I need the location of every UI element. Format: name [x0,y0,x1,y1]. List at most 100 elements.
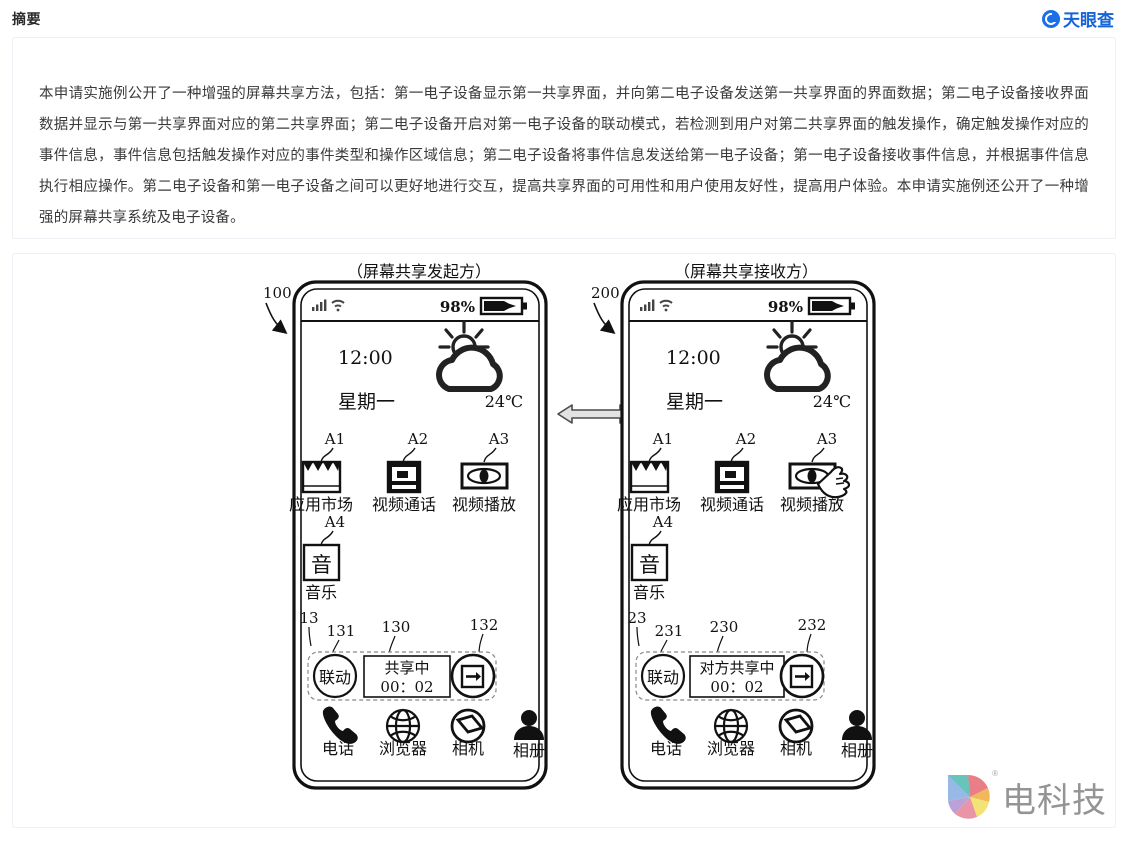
right-dock-phone-label: 电话 [650,739,682,758]
right-share-status-timer: 00：02 [710,678,763,696]
globe-icon[interactable] [385,708,421,744]
left-link-button[interactable]: 联动 [312,653,358,699]
left-exit-share-button[interactable] [450,653,496,699]
right-app-a4-ref: A4 [652,513,673,531]
right-app-a2-ref: A2 [735,430,756,448]
left-share-status-title: 共享中 [384,659,429,677]
left-dock-browser[interactable]: 浏览器 [379,708,427,758]
watermark-text: 电科技 [1002,780,1107,821]
right-app-a4[interactable]: A4 音 音乐 [630,513,673,602]
brand-name: 天眼查 [1063,11,1114,31]
left-dock[interactable]: 电话 浏览器 [322,706,545,760]
right-dock-browser-label: 浏览器 [707,739,755,758]
left-app-a4-ref: A4 [324,513,345,531]
right-exit-ref: 232 [798,616,827,634]
right-sharebar-ref: 23 [627,609,646,627]
right-dock-camera[interactable]: 相机 [778,708,814,758]
left-link-label: 联动 [319,668,351,687]
right-widget-weekday: 星期一 [666,391,723,413]
left-widget-temperature: 24℃ [485,392,523,411]
left-battery-percent: 98% [440,298,475,316]
music-icon[interactable]: 音 [630,543,669,582]
right-exit-share-button[interactable] [779,653,825,699]
left-phone-bezel [300,288,540,782]
left-share-bar-refs: 13 131 130 132 [299,609,499,658]
left-dock-browser-label: 浏览器 [379,739,427,758]
camera-icon[interactable] [450,708,486,744]
right-app-a4-label: 音乐 [633,583,665,602]
sun-behind-cloud-icon [764,320,831,392]
right-link-button[interactable]: 联动 [640,653,686,699]
left-widget-weekday: 星期一 [338,391,395,413]
left-dock-camera[interactable]: 相机 [450,708,486,758]
left-app-a1-label: 应用市场 [289,495,353,514]
right-app-a4-glyph: 音 [639,553,660,577]
right-app-a1[interactable]: A1 应用市场 [617,430,681,514]
exit-share-icon[interactable] [789,664,814,689]
left-app-a3-ref: A3 [488,430,509,448]
figure-panel: （屏幕共享发起方） 100 [12,253,1116,828]
battery-charging-icon [479,296,527,316]
signal-bars-icon [640,299,655,311]
left-dock-album[interactable]: 相册 [513,710,545,760]
battery-charging-icon [807,296,855,316]
right-share-status: 对方共享中 00：02 [689,655,785,698]
wifi-icon [659,299,673,312]
right-app-a3-label: 视频播放 [780,495,844,514]
patent-drawing: （屏幕共享发起方） 100 [263,262,876,790]
left-app-a2-ref: A2 [407,430,428,448]
signal-bars-icon [312,299,327,311]
globe-icon[interactable] [713,708,749,744]
left-app-a2-label: 视频通话 [372,495,436,514]
right-dock-phone[interactable]: 电话 [650,706,686,758]
right-weather-widget: 12:00 星期一 24℃ [666,320,851,413]
left-app-a3-label: 视频播放 [452,495,516,514]
wifi-icon [331,299,345,312]
registered-mark: ® [992,769,998,778]
tianyancha-circle-logo-icon [1042,9,1060,28]
video-call-icon[interactable] [386,460,422,494]
patent-figure: （屏幕共享发起方） 100 [13,254,1115,827]
right-status-ref: 230 [710,618,739,636]
left-dock-phone[interactable]: 电话 [322,706,358,758]
left-dock-album-label: 相册 [513,741,545,760]
right-phone-ref-number: 200 [591,284,620,302]
video-play-icon[interactable] [460,462,509,490]
person-icon[interactable] [842,710,872,740]
page-title: 摘要 [12,10,41,27]
left-phone-ref-number: 100 [263,284,292,302]
page-header: 摘要 天眼查 [0,0,1128,37]
right-battery-percent: 98% [768,298,803,316]
left-share-status-timer: 00：02 [380,678,433,696]
right-app-a2-label: 视频通话 [700,495,764,514]
brand-logo: 天眼查 [1042,6,1114,31]
left-app-a3[interactable]: A3 视频播放 [452,430,516,514]
app-market-icon[interactable] [301,460,342,494]
right-app-a3[interactable]: A3 视频播放 [780,430,851,514]
abstract-text: 本申请实施例公开了一种增强的屏幕共享方法，包括：第一电子设备显示第一共享界面，并… [39,85,1089,226]
right-status-bar: 98% [640,296,855,316]
right-phone: （屏幕共享接收方） 200 [591,262,876,790]
right-widget-temperature: 24℃ [813,392,851,411]
right-dock-album[interactable]: 相册 [841,710,873,760]
left-app-a4[interactable]: A4 音 音乐 [302,513,345,602]
video-call-icon[interactable] [714,460,750,494]
left-phone-caption: （屏幕共享发起方） [347,262,491,281]
camera-icon[interactable] [778,708,814,744]
person-icon[interactable] [514,710,544,740]
left-share-bar[interactable]: 联动 共享中 00：02 [307,651,497,701]
left-app-a2[interactable]: A2 视频通话 [372,430,436,514]
left-app-a1[interactable]: A1 应用市场 [289,430,353,514]
left-exit-ref: 132 [470,616,499,634]
left-sharebar-ref: 13 [299,609,318,627]
right-share-bar[interactable]: 联动 对方共享中 00：02 [635,651,825,701]
music-icon[interactable]: 音 [302,543,341,582]
exit-share-icon[interactable] [460,664,485,689]
right-widget-time: 12:00 [666,347,721,369]
left-app-a4-label: 音乐 [305,583,337,602]
right-dock[interactable]: 电话 浏览器 [650,706,873,760]
right-app-a2[interactable]: A2 视频通话 [700,430,764,514]
right-dock-browser[interactable]: 浏览器 [707,708,755,758]
left-status-ref: 130 [382,618,411,636]
app-market-icon[interactable] [629,460,670,494]
